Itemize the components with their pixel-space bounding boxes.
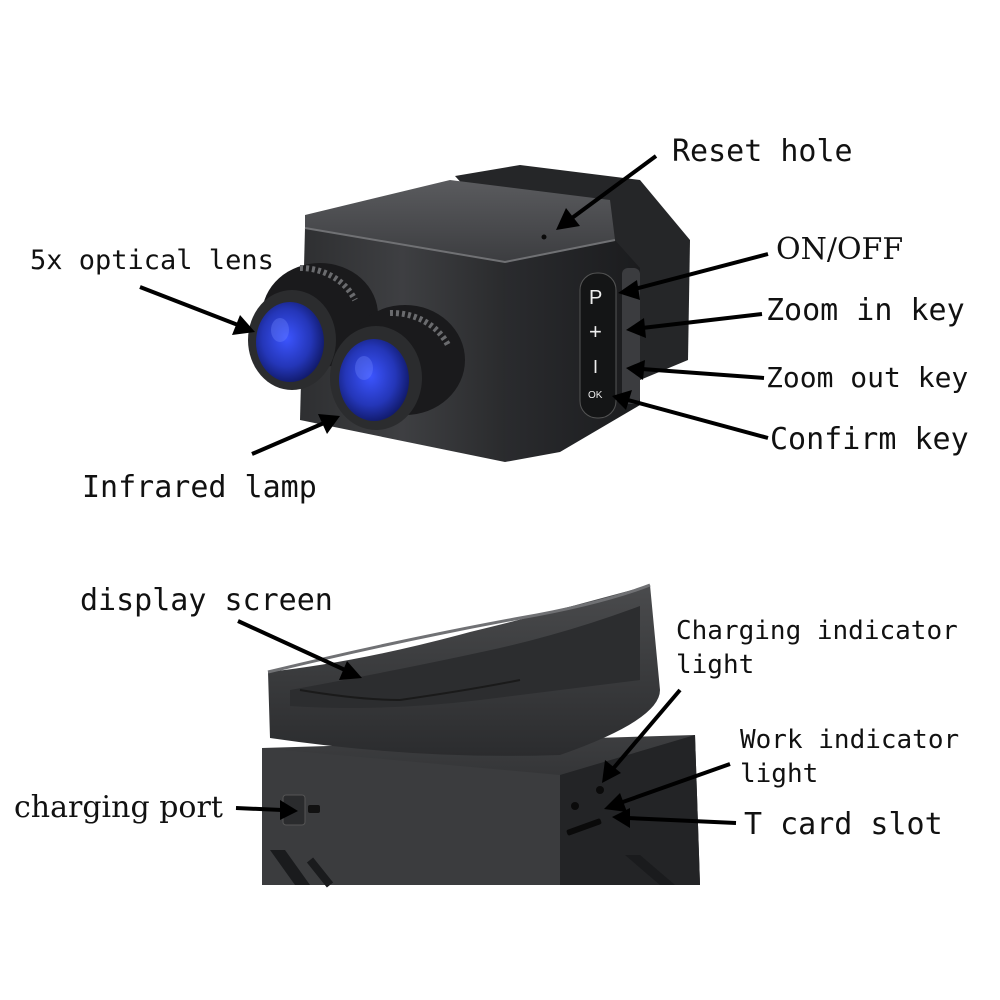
charging-indicator-label-line2: light (676, 650, 755, 680)
display-screen-label: display screen (80, 583, 333, 618)
keypad-p-label[interactable]: P (589, 287, 603, 309)
work-indicator-label-line1: Work indicator (740, 725, 960, 755)
keypad-ok-label[interactable]: OK (588, 390, 603, 401)
on-off-label: ON/OFF (776, 232, 904, 267)
work-indicator-label-line2: light (740, 759, 819, 789)
night-vision-device-rear (262, 583, 700, 888)
keypad-minus-label[interactable]: I (593, 357, 599, 377)
zoom-out-label: Zoom out key (766, 361, 969, 394)
night-vision-device-front (248, 165, 690, 462)
zoom-in-label: Zoom in key (766, 293, 965, 328)
infrared-lamp-label: Infrared lamp (82, 470, 317, 505)
optical-lens-label: 5x optical lens (30, 245, 274, 276)
t-card-slot-label: T card slot (744, 807, 943, 842)
callout-arrows-top (139, 154, 769, 456)
reset-hole-icon (541, 234, 547, 240)
confirm-label: Confirm key (770, 422, 969, 457)
optical-lens-right (330, 305, 465, 430)
reset-hole-label: Reset hole (672, 134, 853, 169)
callout-arrows-bottom (235, 619, 737, 828)
keypad-plus-label[interactable]: + (589, 319, 602, 344)
charging-indicator-label-line1: Charging indicator (676, 616, 958, 646)
charging-port-label: charging port (14, 790, 223, 825)
